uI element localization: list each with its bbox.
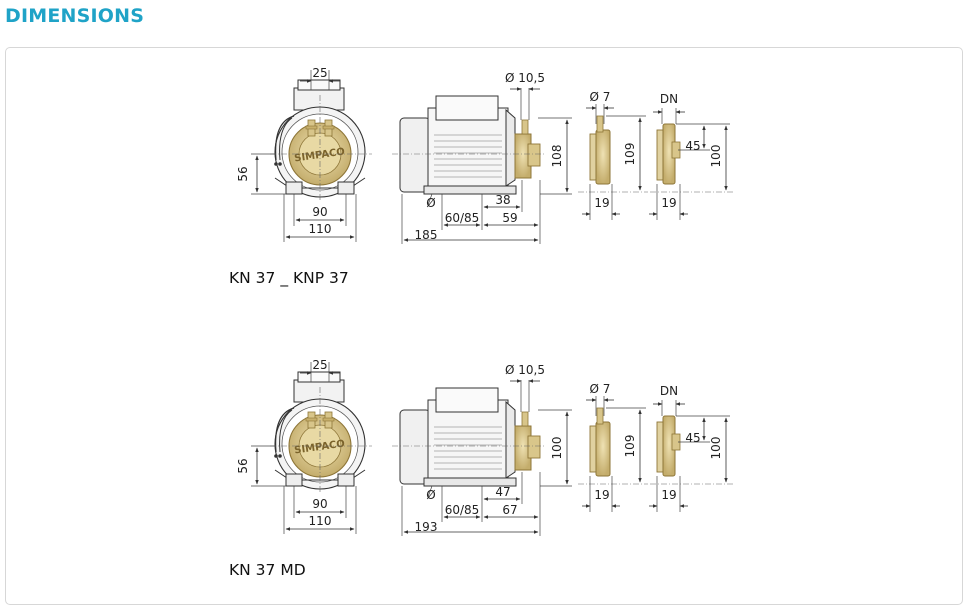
dim-nozzle-a-diameter: Ø 7	[590, 90, 611, 104]
dim-nozzle-b-height: 100	[709, 437, 723, 460]
dim-side-outlet-diameter: Ø 10,5	[505, 363, 545, 377]
dim-nozzle-b-height: 100	[709, 145, 723, 168]
dim-side-foot-spacing: 60/85	[445, 503, 480, 517]
dim-nozzle-b-label: DN	[660, 92, 678, 106]
dim-front-base-width: 110	[309, 514, 332, 528]
dim-nozzle-a-width: 19	[594, 196, 609, 210]
dim-nozzle-b-label: DN	[660, 384, 678, 398]
page-title: DIMENSIONS	[5, 5, 145, 27]
dim-side-foot-spacing: 60/85	[445, 211, 480, 225]
dim-side-total-length: 185	[415, 228, 438, 242]
dim-front-foot-spacing: 90	[312, 205, 327, 219]
dim-nozzle-b-center: 45	[685, 431, 700, 445]
dim-side-height: 100	[550, 437, 564, 460]
dim-side-outlet-offset: 38	[495, 193, 510, 207]
dim-side-outlet-offset: 47	[495, 485, 510, 499]
dim-nozzle-a-width: 19	[594, 488, 609, 502]
dim-nozzle-a-height: 109	[623, 143, 637, 166]
dim-front-top-width: 25	[312, 358, 327, 372]
dim-nozzle-b-center: 45	[685, 139, 700, 153]
dim-front-shaft-height: 56	[236, 166, 250, 181]
dim-side-head-length: 59	[502, 211, 517, 225]
dim-side-height: 108	[550, 145, 564, 168]
dim-front-shaft-height: 56	[236, 458, 250, 473]
dimensions-panel	[5, 47, 963, 605]
dim-nozzle-b-width: 19	[661, 488, 676, 502]
dim-nozzle-a-height: 109	[623, 435, 637, 458]
dim-side-hole: Ø	[426, 488, 435, 502]
dim-side-total-length: 193	[415, 520, 438, 534]
dim-front-top-width: 25	[312, 66, 327, 80]
model-label-kn37-knp37: KN 37 _ KNP 37	[229, 269, 349, 287]
dim-front-foot-spacing: 90	[312, 497, 327, 511]
pump-drawing-2: 25 56 90 110 Ø 10,5 100 Ø 47 60/85 67 19…	[236, 358, 735, 536]
pump-drawing-1: 25 56 90 110 Ø 10,5 108 Ø 38 60/85 59 18…	[236, 66, 735, 244]
dim-nozzle-a-diameter: Ø 7	[590, 382, 611, 396]
dim-side-outlet-diameter: Ø 10,5	[505, 71, 545, 85]
dim-side-hole: Ø	[426, 196, 435, 210]
dim-front-base-width: 110	[309, 222, 332, 236]
dim-side-head-length: 67	[502, 503, 517, 517]
model-label-kn37-md: KN 37 MD	[229, 561, 306, 579]
dim-nozzle-b-width: 19	[661, 196, 676, 210]
